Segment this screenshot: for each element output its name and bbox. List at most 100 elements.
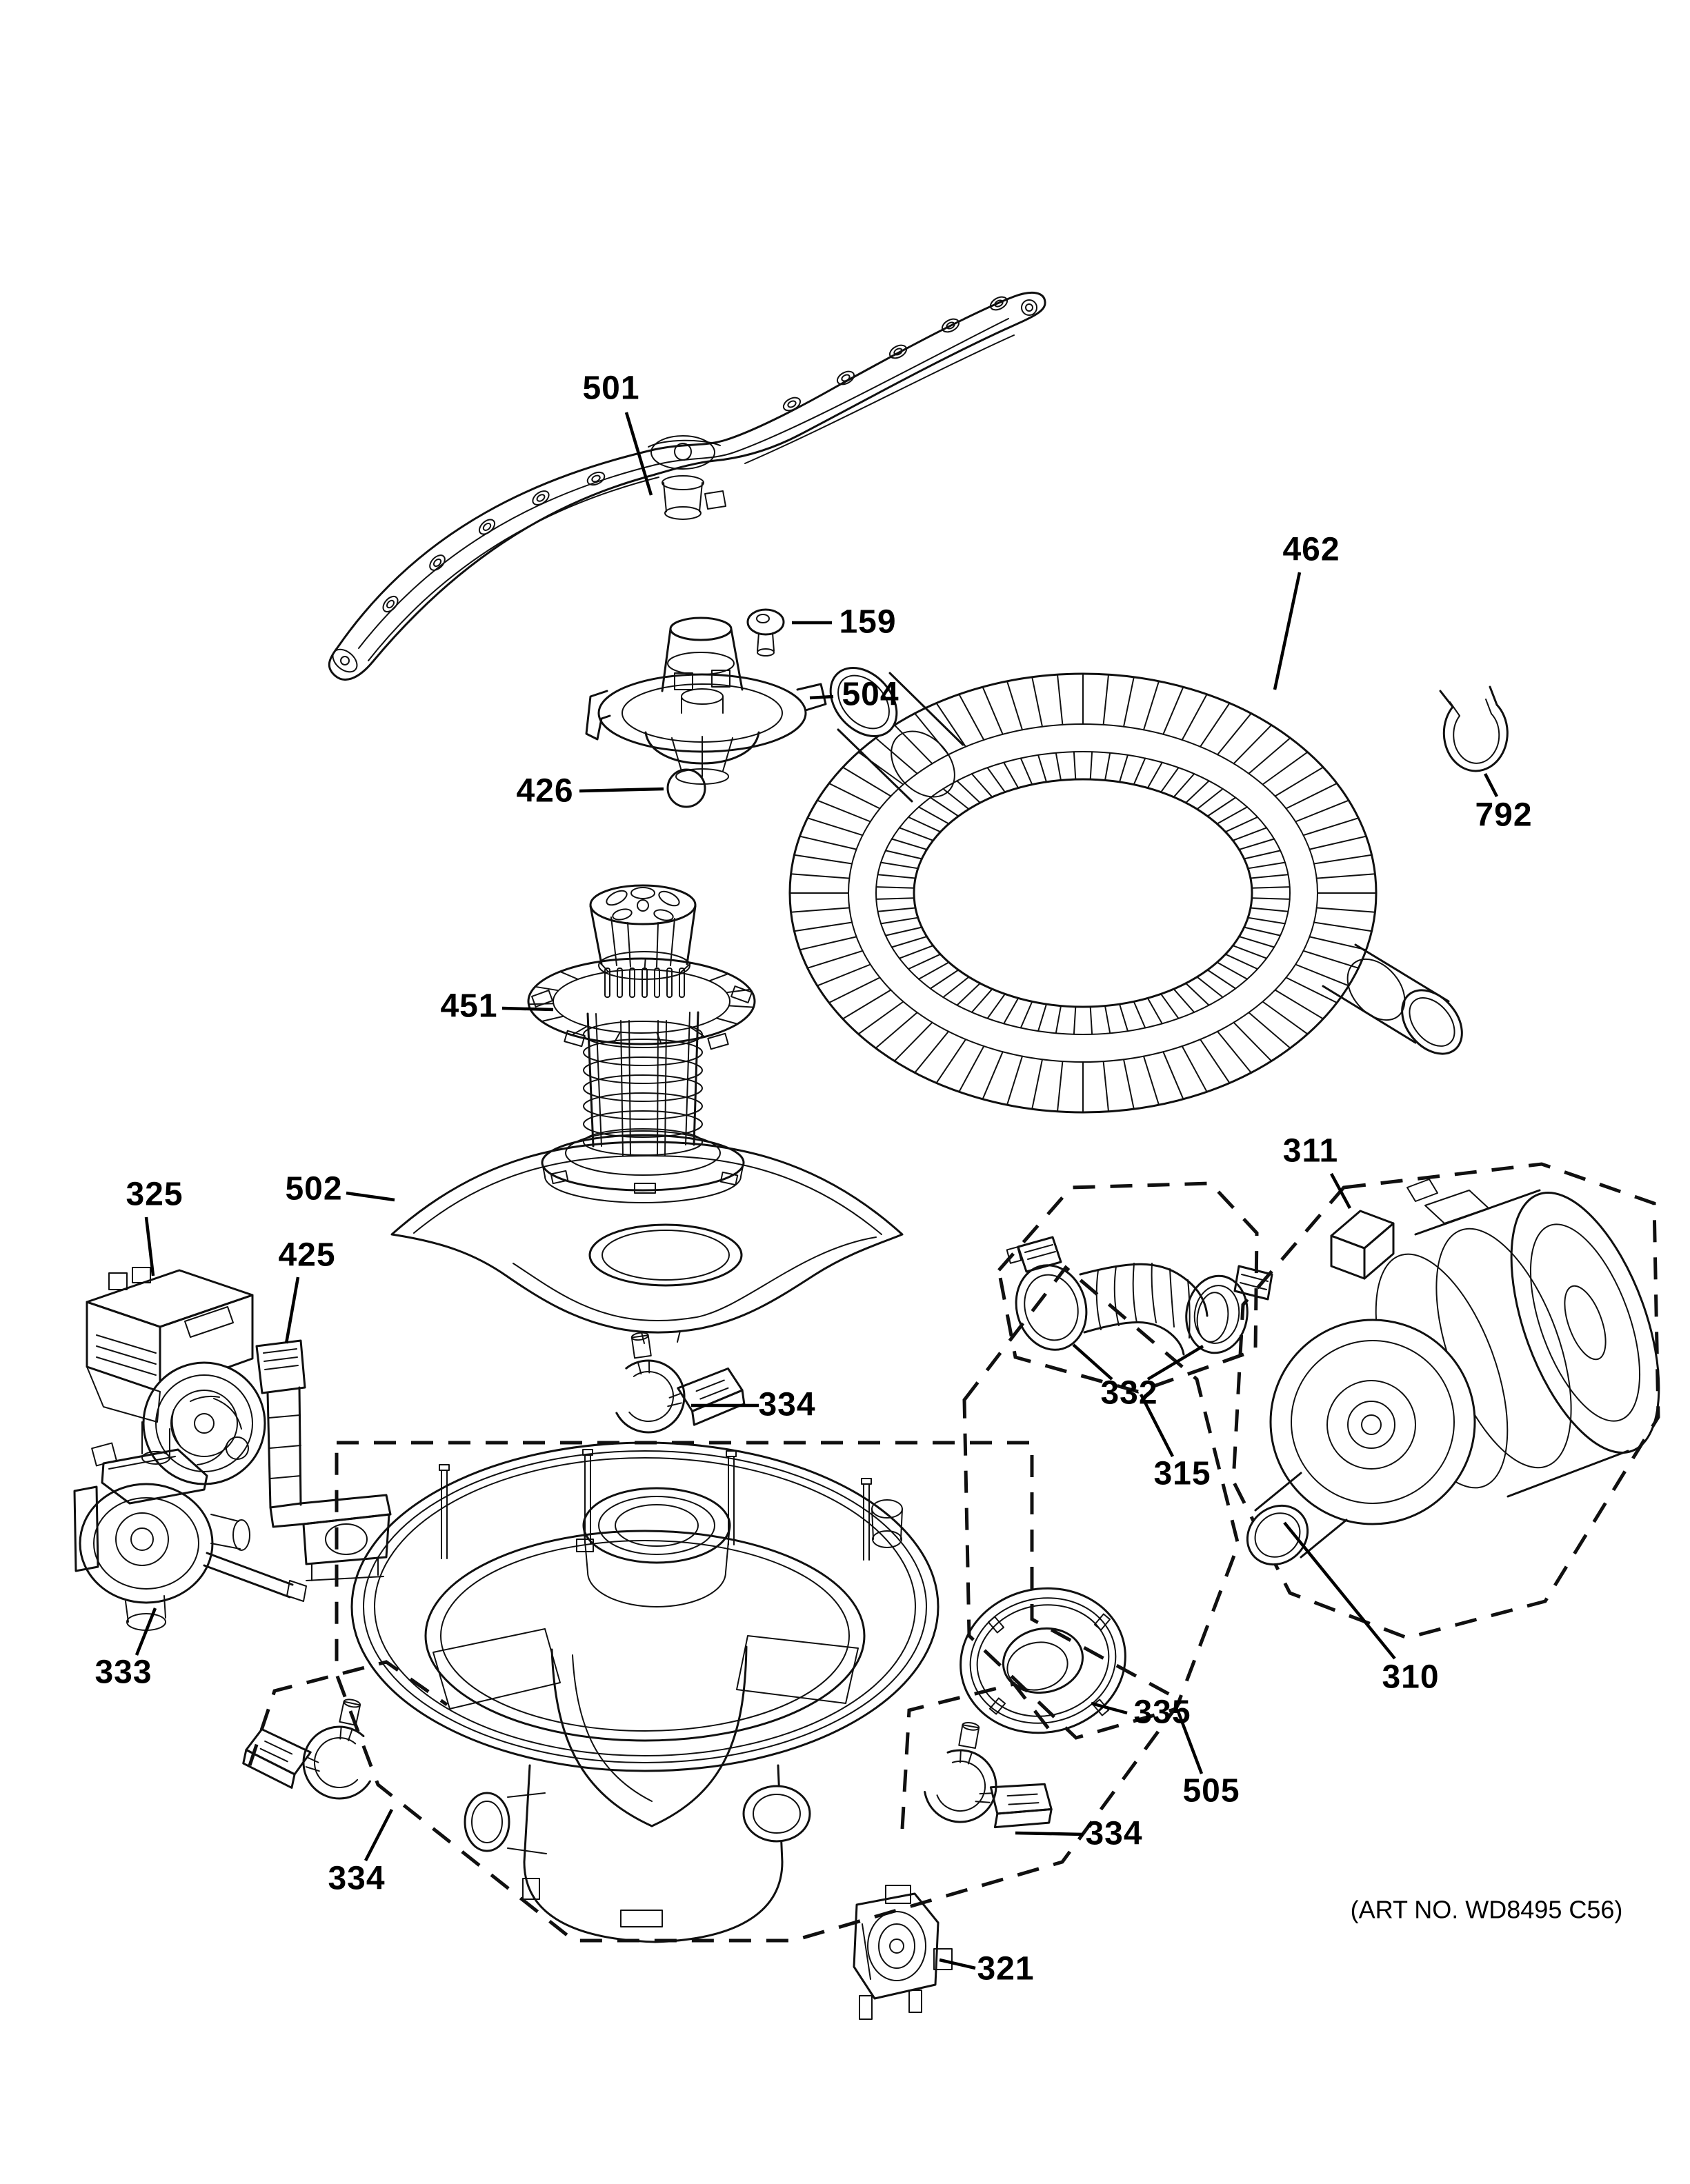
callout-335: 335	[1133, 1694, 1191, 1731]
leader-334-left	[364, 1808, 394, 1862]
flange-tick	[598, 961, 610, 973]
filter-slot	[629, 968, 635, 998]
callout-321: 321	[977, 1951, 1034, 1987]
hose-corrugation	[1206, 797, 1237, 817]
hose-corrugation	[1247, 861, 1286, 870]
callout-311: 311	[1283, 1133, 1338, 1170]
hose-corrugation	[1181, 1045, 1208, 1093]
part-792-hose-clamp	[1439, 685, 1509, 772]
hose-corrugation	[875, 1012, 918, 1049]
hose-corrugation	[799, 835, 857, 850]
spray-arm-hole-inner	[946, 321, 955, 330]
callout-792: 792	[1475, 797, 1532, 834]
part-333-drain-pump	[73, 1442, 307, 1631]
hose-corrugation	[877, 874, 917, 879]
hose-corrugation	[1274, 766, 1324, 797]
hose-corrugation	[1315, 907, 1376, 913]
hose-corrugation	[891, 936, 928, 948]
hose-corrugation	[1003, 761, 1020, 789]
spray-arm-hole	[782, 397, 802, 412]
hose-corrugation	[1238, 838, 1275, 850]
hose-corrugation	[893, 1021, 933, 1062]
leader-504	[809, 694, 834, 700]
hose-corrugation	[1143, 1055, 1160, 1106]
hose-corrugation	[1216, 806, 1248, 825]
part-310-circulation-pump	[1231, 1162, 1660, 1640]
flange-tick	[708, 973, 729, 982]
filter-spring-coil	[583, 1092, 703, 1120]
hose-corrugation	[1037, 754, 1047, 783]
hose-corrugation	[1162, 686, 1184, 735]
leader-425	[284, 1276, 300, 1344]
hose-corrugation	[942, 976, 970, 999]
flange-tick	[715, 1017, 739, 1025]
part-325-pump	[86, 1267, 266, 1485]
flange-tick	[559, 970, 579, 980]
hose-corrugation	[1251, 897, 1291, 900]
hose-corrugation	[982, 686, 1004, 735]
hose-corrugation	[1217, 712, 1252, 756]
part-425-lever	[255, 1339, 392, 1581]
leader-462	[1273, 572, 1302, 690]
hose-corrugation	[1160, 767, 1180, 793]
spray-arm-hole-inner	[591, 474, 601, 483]
hose-corrugation	[877, 907, 917, 912]
hose-corrugation	[1037, 1003, 1047, 1032]
callout-310: 310	[1382, 1659, 1439, 1696]
hose-corrugation	[958, 693, 985, 741]
hose-corrugation	[842, 766, 892, 797]
hose-corrugation	[1006, 1055, 1023, 1106]
hose-corrugation	[1055, 1005, 1062, 1034]
spray-arm-hole-inner	[787, 400, 797, 408]
filter-spring-coil	[583, 1056, 703, 1084]
callout-333: 333	[95, 1654, 152, 1691]
spray-arm-hole-inner	[386, 599, 395, 609]
flange-tick	[679, 962, 692, 974]
callout-451: 451	[440, 988, 497, 1025]
filter-spring-coil	[583, 1074, 703, 1102]
part-451-fine-filter	[527, 884, 756, 1203]
hose-corrugation	[1233, 724, 1273, 765]
part-501-spray-arm	[328, 291, 1046, 681]
leader-792	[1483, 772, 1499, 798]
spray-arm-hole	[478, 519, 496, 535]
leader-332	[1072, 1343, 1113, 1381]
hose-corrugation	[1217, 1030, 1252, 1074]
callout-504: 504	[842, 677, 899, 713]
leader-505	[1176, 1711, 1204, 1774]
hose-corrugation	[1274, 989, 1324, 1020]
hose-corrugation	[875, 897, 915, 900]
part-426-check-ball	[666, 768, 706, 808]
hose-corrugation	[806, 817, 864, 836]
hose-corrugation	[884, 850, 923, 860]
callout-501: 501	[582, 370, 639, 407]
hose-corrugation	[790, 873, 851, 879]
spray-arm-hole-inner	[482, 523, 492, 531]
sump-pin-cap	[582, 1449, 593, 1456]
hose-corrugation	[918, 806, 950, 825]
spray-arm-hole-inner	[994, 299, 1004, 308]
spray-arm-hole	[382, 595, 399, 613]
hose-corrugation	[1185, 982, 1210, 1006]
hose-corrugation	[1020, 1001, 1033, 1029]
hose-corrugation	[1102, 1061, 1109, 1112]
hose-corrugation	[790, 907, 851, 913]
spray-arm-hole	[888, 344, 908, 359]
hose-corrugation	[918, 961, 950, 980]
leader-321	[939, 1958, 976, 1970]
hose-corrugation	[1302, 950, 1360, 969]
group-335-boundary	[962, 1265, 1240, 1740]
filter-spring-coil	[583, 1110, 703, 1138]
hose-corrugation	[1133, 757, 1146, 785]
hose-corrugation	[875, 886, 915, 889]
part-504-spray-arm-support	[585, 617, 827, 785]
hose-corrugation	[1251, 886, 1291, 889]
hose-corrugation	[1262, 751, 1309, 785]
hose-corrugation	[1133, 1001, 1146, 1029]
leader-334-right	[1015, 1831, 1084, 1836]
hose-corrugation	[1200, 1039, 1231, 1084]
hose-corrugation	[1249, 907, 1289, 912]
flange-tick	[571, 1025, 588, 1036]
leader-310	[1283, 1521, 1396, 1660]
